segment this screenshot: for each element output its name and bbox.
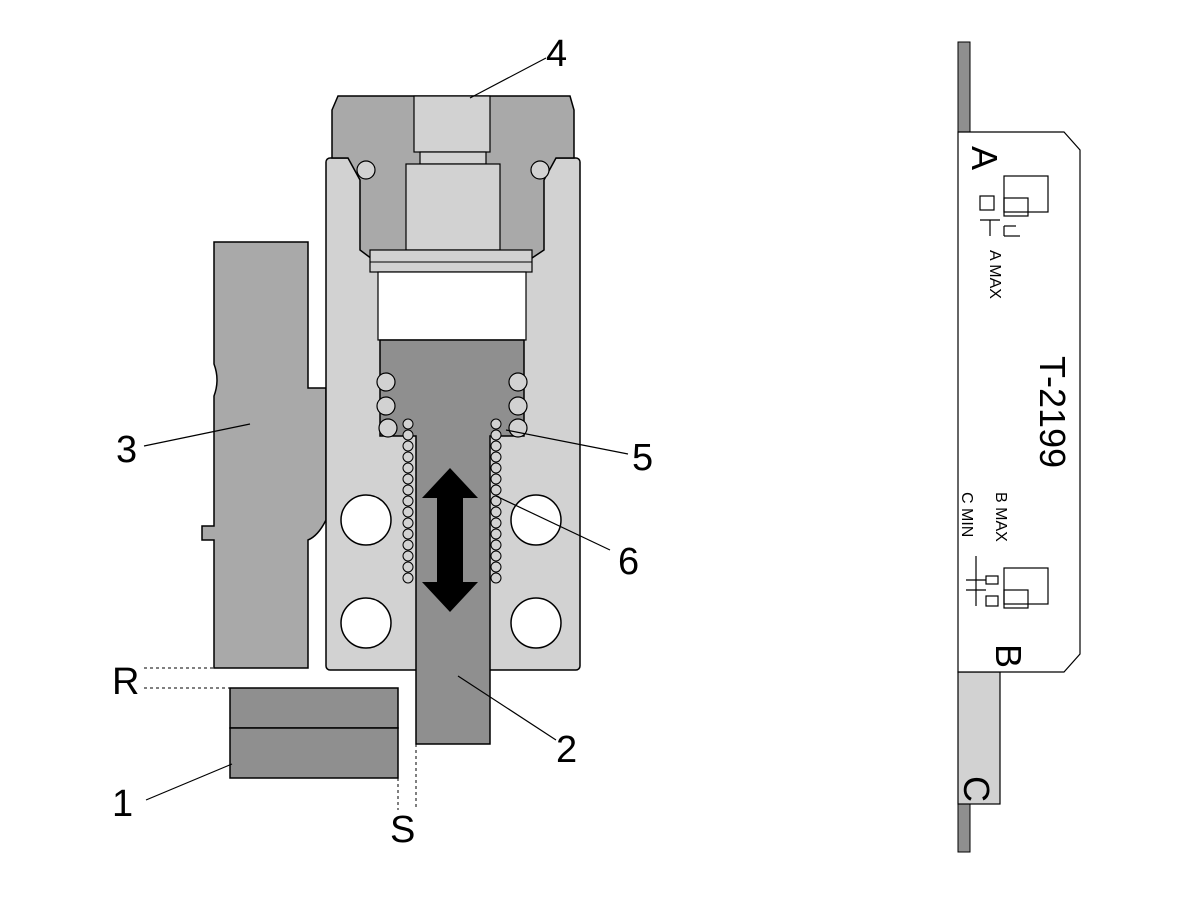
spring-coil (490, 506, 502, 518)
spring-coil (490, 528, 502, 540)
callout-5: 5 (632, 437, 653, 479)
spring-coil (490, 462, 502, 474)
plate-label-B: B (988, 644, 1029, 668)
callout-3: 3 (116, 429, 137, 471)
spring-coil (402, 539, 414, 551)
label-R: R (112, 661, 139, 703)
callout-1: 1 (112, 783, 133, 825)
leader-lines (143, 57, 629, 801)
part-6-spring (402, 418, 502, 584)
plunger-seal-rings (376, 372, 528, 438)
spring-coil (490, 484, 502, 496)
callout-6: 6 (618, 541, 639, 583)
plate-label-a-max: A MAX (986, 250, 1003, 299)
spring-coil (402, 473, 414, 485)
spring-coil (402, 451, 414, 463)
callout-2: 2 (556, 729, 577, 771)
spring-coil (402, 495, 414, 507)
spring-coil (402, 418, 414, 430)
label-S: S (390, 809, 415, 851)
dimension-lines (144, 667, 417, 810)
spring-coil (402, 528, 414, 540)
spring-coil (490, 539, 502, 551)
spring-coil (490, 550, 502, 562)
spring-coil (490, 473, 502, 485)
part-1-actuator-block (229, 687, 399, 779)
part-4-top-cap (331, 95, 575, 273)
double-arrow-icon (422, 468, 478, 612)
spring-coil (402, 484, 414, 496)
spring-coil (402, 572, 414, 584)
spring-coil (490, 418, 502, 430)
plate-label-b-max: B MAX (992, 492, 1009, 542)
spring-coil (402, 440, 414, 452)
spring-coil (490, 429, 502, 441)
spring-coil (402, 429, 414, 441)
spring-coil (402, 462, 414, 474)
plate-label-c-min: C MIN (958, 492, 975, 537)
label-plate: A A MAX T-2199 B MAX C MIN B C (956, 41, 1081, 853)
spring-coil (402, 517, 414, 529)
plate-part-number: T-2199 (1032, 356, 1073, 468)
spring-coil (490, 561, 502, 573)
switch-symbol-b (966, 556, 1049, 609)
spring-coil (490, 451, 502, 463)
plate-label-C: C (956, 776, 997, 802)
inner-bore (377, 271, 527, 341)
spring-coil (402, 506, 414, 518)
spring-coil (490, 572, 502, 584)
spring-coil (490, 517, 502, 529)
spring-coil (402, 561, 414, 573)
part-3-side-block (201, 241, 327, 669)
callout-4: 4 (546, 33, 567, 75)
spring-coil (402, 550, 414, 562)
plate-label-A: A (964, 146, 1005, 170)
switch-symbol-a (979, 175, 1049, 237)
spring-coil (490, 440, 502, 452)
